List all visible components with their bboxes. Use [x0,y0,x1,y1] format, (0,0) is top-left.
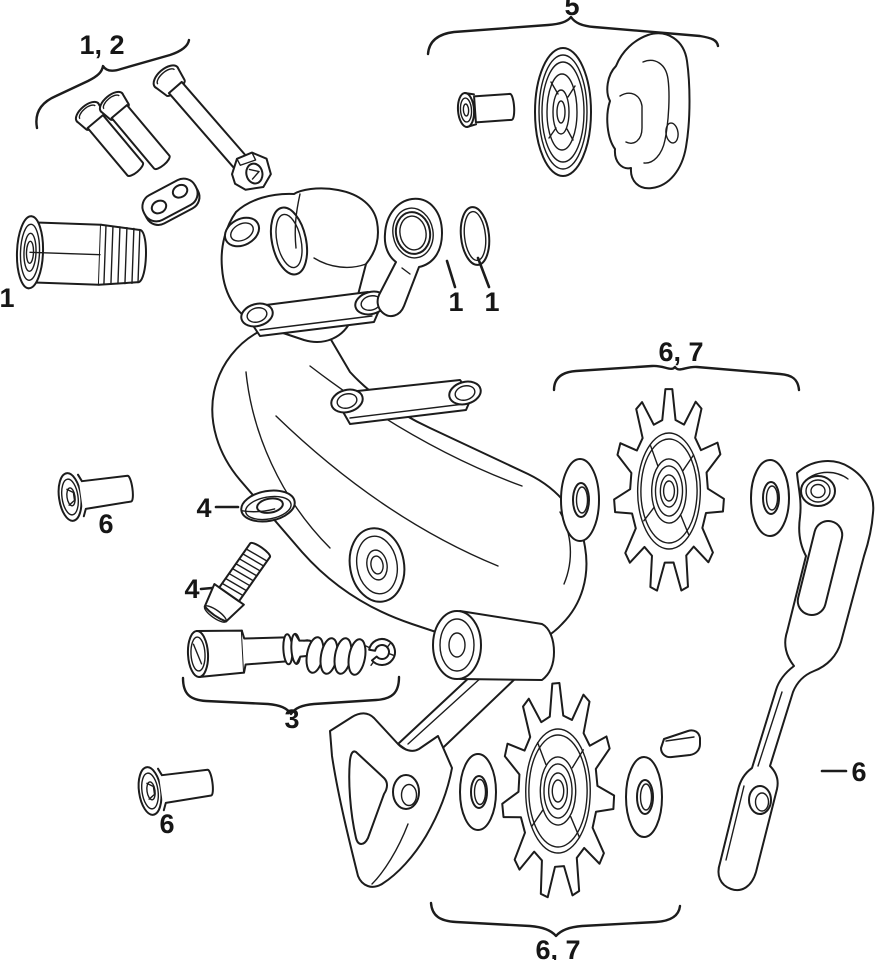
o-ring [459,206,491,266]
upper-pulley-washer-right [750,459,790,537]
cage-pivot-boss [348,527,406,603]
upper-pulley [608,376,731,605]
label-spring-kit: 3 [284,704,299,734]
label-damper-group: 5 [564,0,579,21]
callout-brace-lower-pulley-group [429,901,682,938]
cable-anchor-bolt [203,541,272,623]
parallelogram-links [240,290,482,425]
bolt-short-b [98,90,171,170]
limit-plate [141,177,201,226]
coil-spring [303,636,367,676]
damper-bolt [456,92,516,128]
e-clip [365,638,396,666]
outer-cage-plate [329,712,453,888]
inner-plate-tab [660,729,701,759]
lower-pulley-washer-right [625,756,663,838]
label-upper-pulley-bolt: 6 [98,509,113,539]
limit-nut [231,151,272,191]
inner-cage-plate [660,460,875,891]
upper-pulley-washer-left [560,458,600,542]
lower-pulley-bolt [137,766,214,816]
label-upper-pulley-group: 6, 7 [658,337,703,367]
lower-pulley [498,673,620,909]
label-inner-cage-plate: 6 [851,757,866,787]
label-cable-anchor-washer: 4 [196,493,211,523]
spring-plunger [186,629,314,678]
callout-brace-mount-bolts [35,38,191,130]
label-b-bolt: 1 [0,283,15,313]
callout-brace-spring-kit [181,675,401,716]
b-bolt [15,215,147,290]
label-hanger-bushing: 1 [448,287,463,317]
damper-pulley [534,47,592,177]
cage-pivot-barrel [432,610,555,681]
hanger-bushing [376,197,443,318]
upper-pulley-bolt [57,472,134,522]
callout-brace-damper-group [426,15,720,56]
body-lower-mass [211,322,588,649]
pulley-cage-cover [606,32,691,190]
label-lower-pulley-bolt: 6 [159,809,174,839]
cable-anchor-washer [240,489,296,523]
label-cable-anchor-bolt: 4 [184,574,199,604]
bolt-short-a [74,100,145,177]
label-mount-bolts: 1, 2 [79,30,124,60]
mount-bolt-hole [269,206,309,276]
lower-pulley-washer-left [459,753,497,831]
leader-hanger-bushing [445,259,457,289]
callout-brace-upper-pulley-group [552,364,801,392]
leader-o-ring [476,256,491,289]
label-o-ring: 1 [484,287,499,317]
label-lower-pulley-group: 6, 7 [535,935,580,960]
